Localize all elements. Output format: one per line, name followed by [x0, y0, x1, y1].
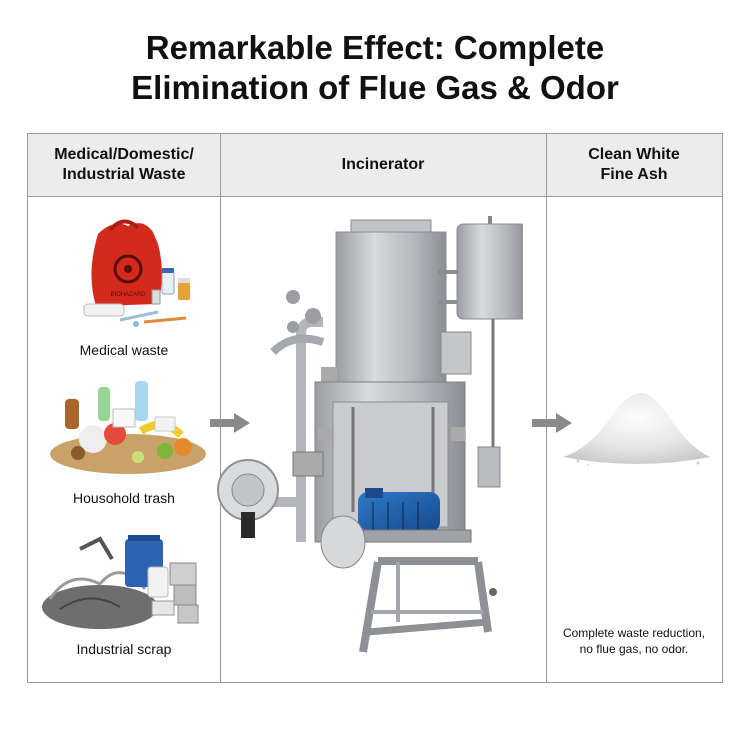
header-output-line-2: Fine Ash — [600, 166, 668, 183]
process-table: Medical/Domestic/Industrial Waste Incine… — [27, 133, 723, 683]
arrow-right-icon — [208, 412, 252, 434]
biohazard-text: BIOHAZARD — [110, 292, 146, 298]
header-process: Incinerator — [220, 134, 546, 197]
result-note-line-2: no flue gas, no odor. — [579, 642, 689, 656]
ash-pile-icon — [558, 379, 713, 469]
biohazard-bag-icon: BIOHAZARD — [58, 214, 208, 334]
incinerator-illustration — [193, 212, 523, 662]
result-note: Complete waste reduction, no flue gas, n… — [546, 625, 722, 657]
header-output-line-1: Clean White — [588, 146, 680, 163]
result-note-line-1: Complete waste reduction, — [562, 626, 706, 640]
column-divider — [546, 134, 547, 682]
waste-label-industrial: Industrial scrap — [76, 641, 172, 657]
trash-pile-icon — [43, 379, 208, 479]
header-input: Medical/Domestic/Industrial Waste — [28, 134, 220, 197]
title-line-2: Elimination of Flue Gas & Odor — [131, 69, 619, 106]
waste-label-household: Housohold trash — [73, 490, 175, 506]
header-input-line-1: Medical/Domestic/ — [54, 146, 194, 163]
header-process-label: Incinerator — [341, 156, 425, 173]
arrow-right-icon — [530, 412, 574, 434]
title-line-1: Remarkable Effect: Complete — [145, 29, 605, 66]
waste-label-medical: Medical waste — [79, 342, 169, 358]
header-input-line-2: Industrial Waste — [62, 166, 186, 183]
column-divider — [220, 134, 221, 682]
scrap-metal-icon — [40, 529, 210, 634]
page-title: Remarkable Effect: Complete Elimination … — [0, 28, 750, 108]
